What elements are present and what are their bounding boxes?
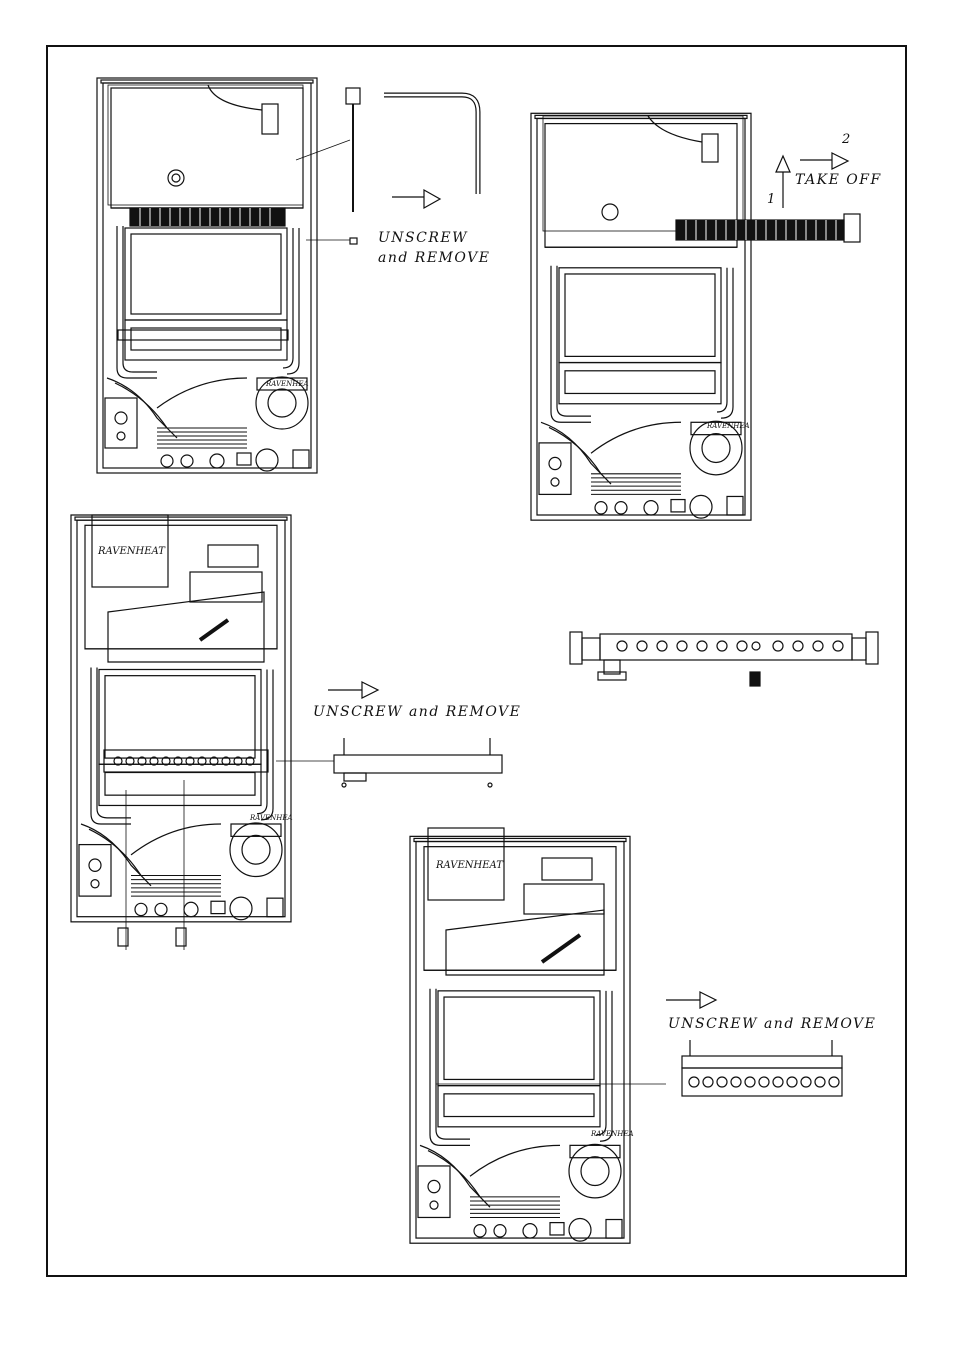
- unscrew-label-3: UNSCREW and REMOVE: [313, 704, 522, 720]
- fan-label-4: RAVENHEA: [591, 1130, 634, 1138]
- burner-manifold: [569, 631, 879, 687]
- unscrew-label-1b: and REMOVE: [378, 250, 491, 266]
- boiler-diagram-2: [530, 112, 861, 521]
- unscrew-label-4: UNSCREW and REMOVE: [668, 1016, 877, 1032]
- step-number-1: 1: [767, 192, 776, 207]
- brand-label-1: RAVENHEAT: [98, 546, 165, 557]
- step-number-2: 2: [842, 132, 851, 147]
- boiler-diagram-4: [409, 827, 843, 1244]
- page-border: [46, 45, 907, 1277]
- fan-label-3: RAVENHEA: [250, 814, 293, 822]
- take-off-label: TAKE OFF: [795, 172, 882, 188]
- fan-label-1: RAVENHEA: [266, 380, 309, 388]
- fan-label-2: RAVENHEA: [707, 422, 750, 430]
- brand-label-2: RAVENHEAT: [436, 860, 503, 871]
- boiler-diagram-1: [96, 77, 481, 474]
- unscrew-label-1a: UNSCREW: [378, 230, 469, 246]
- boiler-diagram-3: [70, 514, 503, 950]
